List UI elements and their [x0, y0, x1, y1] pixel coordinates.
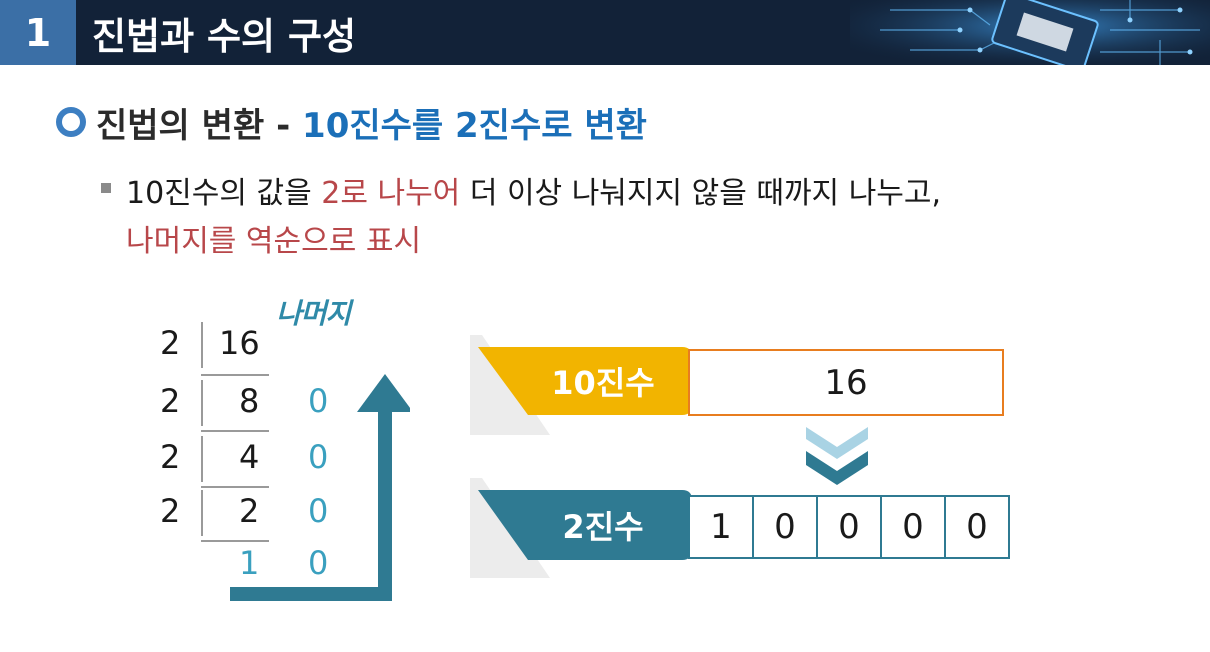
header-bar: 1 진법과 수의 구성 — [0, 0, 1210, 65]
decimal-label: 10진수 — [551, 364, 655, 402]
square-bullet-icon — [101, 183, 111, 193]
division-bracket-hline — [201, 486, 269, 488]
circle-bullet-icon — [56, 107, 86, 137]
division-divisor: 2 — [160, 324, 181, 362]
division-remainder: 0 — [308, 492, 329, 530]
heading-main: 진법의 변환 - — [96, 106, 303, 146]
division-bracket-vline — [201, 322, 203, 368]
division-bracket-vline — [201, 490, 203, 536]
binary-digit: 0 — [880, 495, 946, 559]
division-remainder: 0 — [308, 382, 329, 420]
remainder-label: 나머지 — [276, 297, 351, 330]
desc-highlight-1: 2로 나누어 — [321, 176, 461, 211]
division-divisor: 2 — [160, 438, 181, 476]
decimal-value-box: 16 — [688, 349, 1004, 416]
description: 10진수의 값을 2로 나누어 더 이상 나눠지지 않을 때까지 나누고, 나머… — [126, 170, 941, 266]
division-quotient: 4 — [239, 438, 260, 476]
desc-highlight-2: 나머지를 역순으로 표시 — [126, 224, 422, 259]
binary-digit: 0 — [816, 495, 882, 559]
circuit-chip-art — [850, 0, 1210, 65]
decimal-label-shape — [470, 335, 692, 435]
division-divisor: 2 — [160, 492, 181, 530]
division-bracket-hline — [201, 540, 269, 542]
final-remainder: 0 — [308, 544, 329, 582]
desc-text-b: 더 이상 나눠지지 않을 때까지 나누고, — [460, 176, 942, 211]
division-divisor: 2 — [160, 382, 181, 420]
binary-digit: 0 — [944, 495, 1010, 559]
binary-digit: 0 — [752, 495, 818, 559]
division-quotient: 8 — [239, 382, 260, 420]
section-number: 1 — [0, 0, 76, 65]
final-quotient: 1 — [239, 544, 260, 582]
division-bracket-hline — [201, 430, 269, 432]
division-bracket-hline — [201, 374, 269, 376]
division-quotient: 16 — [219, 324, 260, 362]
binary-value-box: 1 0 0 0 0 — [688, 495, 1010, 559]
division-quotient: 2 — [239, 492, 260, 530]
division-bracket-vline — [201, 380, 203, 426]
double-chevron-down-icon — [806, 427, 868, 485]
section-heading: 진법의 변환 - 10진수를 2진수로 변환 — [96, 98, 647, 147]
desc-text-a: 10진수의 값을 — [126, 176, 322, 211]
description-line-1: 10진수의 값을 2로 나누어 더 이상 나눠지지 않을 때까지 나누고, — [126, 170, 941, 218]
binary-label-shape — [470, 478, 692, 578]
heading-accent: 10진수를 2진수로 변환 — [302, 106, 647, 146]
page-title: 진법과 수의 구성 — [92, 14, 357, 58]
division-remainder: 0 — [308, 438, 329, 476]
binary-digit: 1 — [688, 495, 754, 559]
up-arrow-icon — [230, 374, 410, 601]
binary-label: 2진수 — [562, 508, 644, 546]
description-line-2: 나머지를 역순으로 표시 — [126, 218, 941, 266]
division-bracket-vline — [201, 436, 203, 482]
